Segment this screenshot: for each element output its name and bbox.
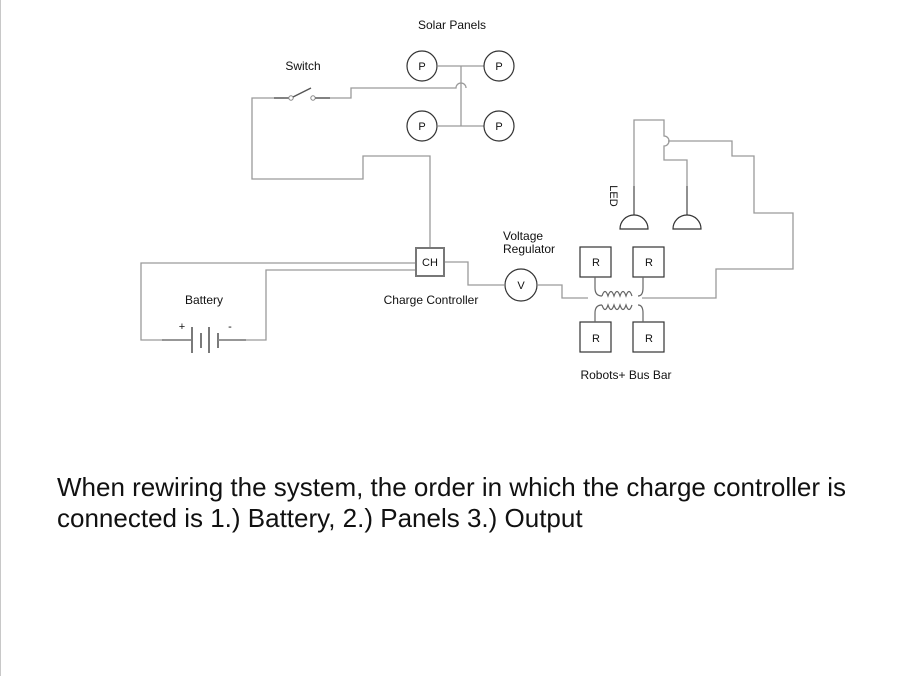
wire-battery-plus (140, 262, 416, 341)
robot-symbol: R (645, 257, 653, 269)
voltage-regulator-label-line1: Voltage (503, 229, 543, 243)
robot-top-right[interactable]: R (632, 246, 665, 278)
caption-text: When rewiring the system, the order in w… (57, 472, 847, 533)
solar-panel-symbol: P (495, 121, 502, 133)
robot-bottom-right[interactable]: R (632, 321, 665, 353)
robot-symbol: R (592, 257, 600, 269)
charge-controller[interactable]: CH Charge Controller (384, 247, 479, 307)
solar-panels-label: Solar Panels (418, 18, 486, 32)
battery-minus-sign: - (228, 321, 232, 333)
solar-panels: Solar Panels P P P P (406, 18, 515, 142)
robot-symbol: R (592, 333, 600, 345)
battery[interactable]: Battery + - (162, 293, 246, 353)
voltage-regulator[interactable]: Voltage Regulator V (503, 229, 555, 302)
solar-panel-2[interactable]: P (483, 50, 515, 82)
bus-bar-label: Robots+ Bus Bar (580, 368, 671, 382)
led-2[interactable] (672, 214, 702, 230)
solar-panel-3[interactable]: P (406, 110, 438, 142)
wire-battery-minus (240, 269, 416, 341)
wire-bus-right (642, 140, 794, 299)
charge-controller-symbol: CH (422, 257, 438, 269)
battery-label: Battery (185, 293, 223, 307)
bus-coil-bottom (594, 303, 644, 322)
wire-switch-to-panels (312, 82, 467, 99)
voltage-regulator-symbol: V (517, 280, 525, 292)
solar-panel-symbol: P (418, 121, 425, 133)
voltage-regulator-label-line2: Regulator (503, 242, 555, 256)
solar-panel-symbol: P (418, 61, 425, 73)
wires (140, 65, 794, 341)
leds: LED (607, 185, 702, 230)
led-label: LED (607, 185, 619, 206)
led-1[interactable] (619, 214, 649, 230)
switch-contact-right (310, 95, 316, 101)
robot-bottom-left[interactable]: R (579, 321, 612, 353)
switch-contact-left (288, 95, 294, 101)
battery-plus-sign: + (179, 321, 185, 333)
wire-ch-to-regulator (444, 261, 504, 286)
solar-panel-symbol: P (495, 61, 502, 73)
robots-bus-bar: R R R R Robots+ Bus Bar (579, 246, 672, 382)
solar-panel-1[interactable]: P (406, 50, 438, 82)
robot-top-left[interactable]: R (579, 246, 612, 278)
switch-label: Switch (285, 59, 320, 73)
solar-panel-4[interactable]: P (483, 110, 515, 142)
robot-symbol: R (645, 333, 653, 345)
charge-controller-label: Charge Controller (384, 293, 479, 307)
wire-switch-left (251, 97, 431, 248)
wire-regulator-to-bus (538, 284, 588, 299)
page-left-border (0, 0, 1, 676)
bus-coil-top (594, 277, 644, 298)
switch-lever (292, 87, 312, 98)
wire-led-loop (633, 119, 688, 186)
switch[interactable]: Switch (274, 59, 330, 101)
